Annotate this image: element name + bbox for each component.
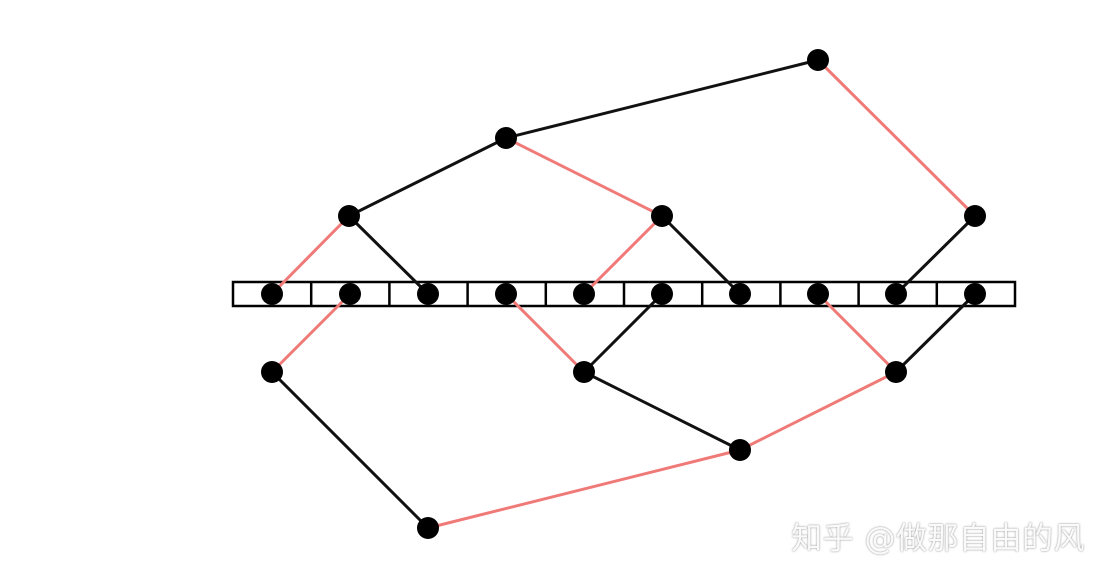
black-edge xyxy=(270,370,430,530)
red-edge xyxy=(504,136,664,218)
array-node xyxy=(495,283,517,305)
black-edge xyxy=(504,58,820,140)
watermark-text: 知乎 @做那自由的风 xyxy=(791,521,1085,557)
black-edge xyxy=(582,292,664,374)
red-edge xyxy=(270,292,352,374)
black-edge xyxy=(347,214,430,296)
edges-layer xyxy=(270,58,977,530)
black-edge xyxy=(347,136,508,218)
array-node xyxy=(417,283,439,305)
black-edge xyxy=(894,292,977,374)
black-edge xyxy=(660,214,742,296)
array-node xyxy=(807,283,829,305)
array-node xyxy=(964,283,986,305)
tree-node xyxy=(573,361,595,383)
red-edge xyxy=(816,292,898,374)
red-edge xyxy=(816,58,977,218)
tree-node xyxy=(338,205,360,227)
red-edge xyxy=(270,214,351,296)
array-node xyxy=(261,283,283,305)
tree-node xyxy=(417,517,439,539)
array-node xyxy=(729,283,751,305)
tree-node xyxy=(807,49,829,71)
tree-node xyxy=(729,439,751,461)
red-edge xyxy=(504,292,586,374)
tree-node xyxy=(964,205,986,227)
nodes-layer xyxy=(261,49,986,539)
red-edge xyxy=(582,214,664,296)
black-edge xyxy=(894,214,977,296)
tree-node xyxy=(261,361,283,383)
black-edge xyxy=(582,370,742,452)
array-node xyxy=(573,283,595,305)
tree-node xyxy=(885,361,907,383)
array-node xyxy=(651,283,673,305)
red-edge xyxy=(426,448,742,530)
array-node xyxy=(339,283,361,305)
tree-node xyxy=(651,205,673,227)
red-edge xyxy=(738,370,898,452)
tree-node xyxy=(495,127,517,149)
array-node xyxy=(885,283,907,305)
array-strip xyxy=(231,280,1017,308)
